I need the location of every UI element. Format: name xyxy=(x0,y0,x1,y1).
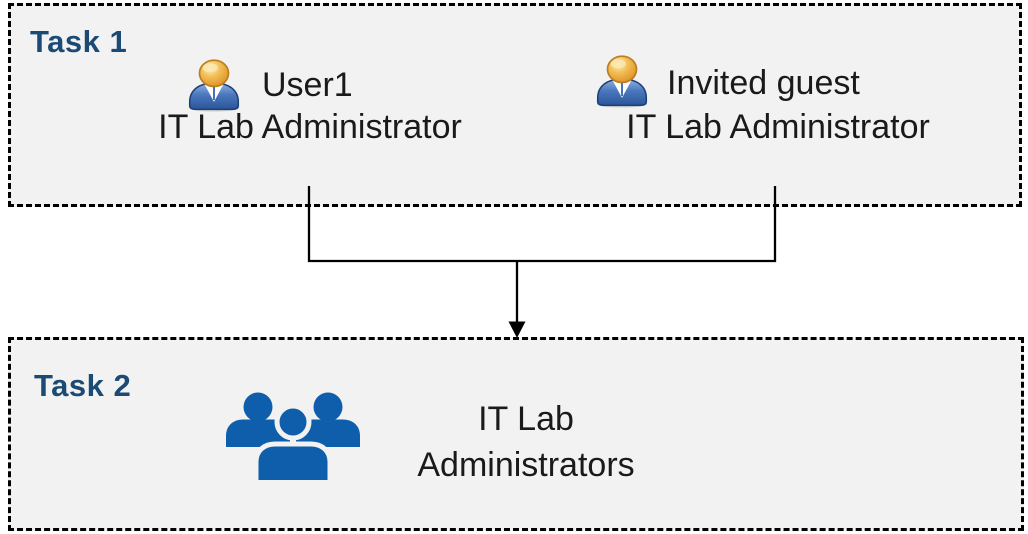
group-entry xyxy=(218,391,368,480)
user-role: IT Lab Administrator xyxy=(158,108,462,146)
task2-label: Task 2 xyxy=(34,368,132,403)
single-user-icon xyxy=(596,55,648,108)
task1-box xyxy=(8,3,1022,207)
single-user-icon xyxy=(188,59,240,112)
group-name-line1: IT Lab xyxy=(478,400,574,438)
user-name: User1 xyxy=(262,66,353,104)
user-entry-user1 xyxy=(185,57,243,113)
user-group-icon xyxy=(226,392,360,480)
arrow-head-icon xyxy=(508,321,526,338)
group-name: IT Lab Administrators xyxy=(417,396,634,488)
task2-box xyxy=(8,337,1024,531)
user-entry-invited-guest xyxy=(593,53,651,109)
task1-label: Task 1 xyxy=(30,24,128,59)
user-name: Invited guest xyxy=(667,64,860,102)
group-name-line2: Administrators xyxy=(417,446,635,484)
user-role: IT Lab Administrator xyxy=(626,108,930,146)
